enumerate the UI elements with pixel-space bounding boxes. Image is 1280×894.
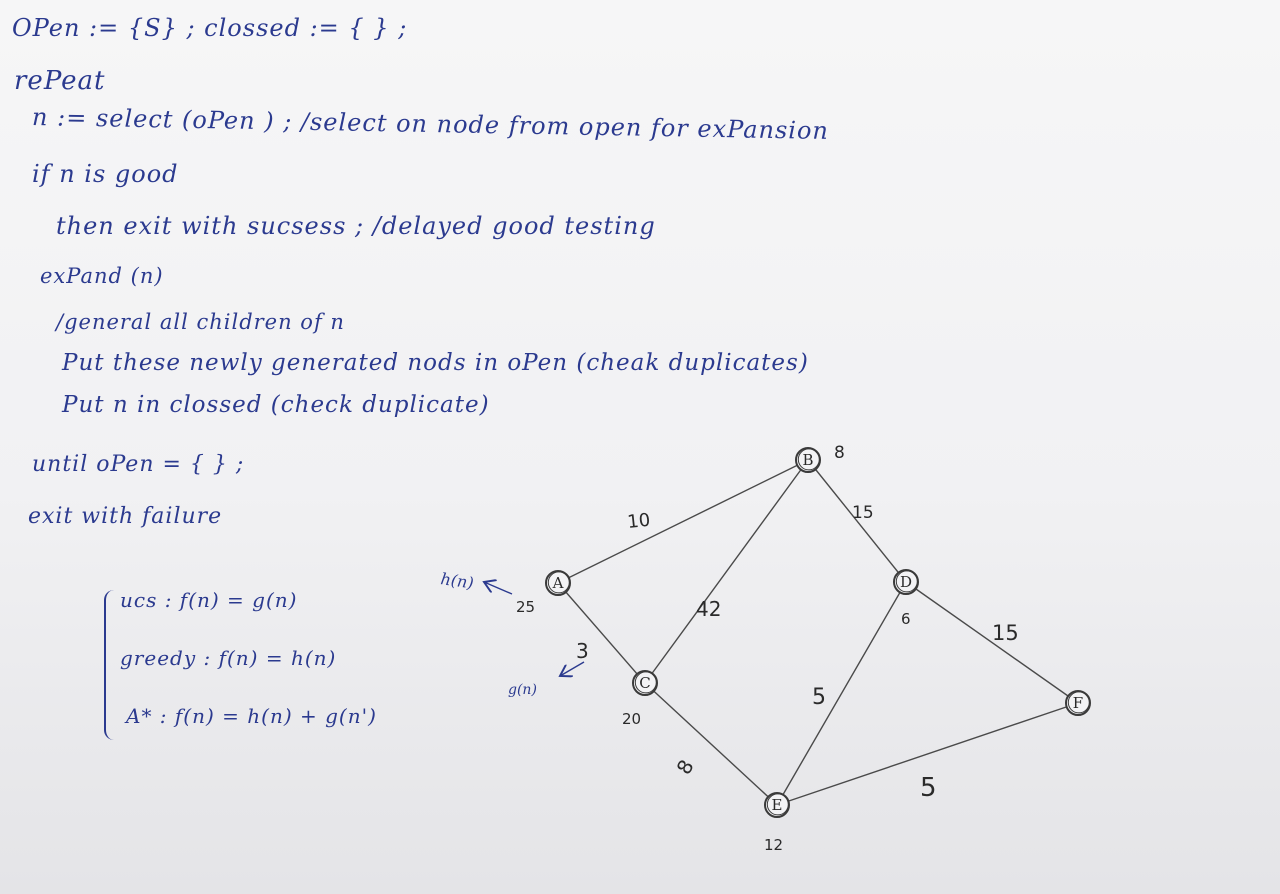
h-annotation: h(n) xyxy=(439,569,513,595)
node-D-heuristic: 6 xyxy=(901,610,911,628)
node-C-heuristic: 20 xyxy=(622,710,641,728)
edge-cost-A-B: 10 xyxy=(626,510,651,533)
node-D-circle xyxy=(893,569,919,595)
edge-E-F xyxy=(776,702,1079,806)
node-B: B xyxy=(795,447,821,473)
node-D-ring xyxy=(895,570,918,593)
node-D-label: D xyxy=(900,573,912,591)
edge-cost-D-F: 15 xyxy=(992,621,1019,645)
graph-nodes: A B C D E F xyxy=(545,447,1091,818)
edge-cost-C-E: 8 xyxy=(672,755,699,778)
node-A-heuristic: 25 xyxy=(516,598,535,616)
formula-ucs: ucs : f(n) = g(n) xyxy=(120,588,298,612)
node-A: A xyxy=(545,570,571,596)
node-E-label: E xyxy=(772,796,783,814)
edge-B-C xyxy=(644,459,809,684)
node-F-ring xyxy=(1067,691,1090,714)
node-A-fill xyxy=(546,571,570,595)
node-F: F xyxy=(1065,690,1091,716)
node-A-label: A xyxy=(552,574,564,592)
node-E-heuristic: 12 xyxy=(764,836,783,854)
edge-B-D xyxy=(807,459,907,583)
formula-brace xyxy=(104,590,406,740)
node-B-fill xyxy=(796,448,820,472)
pseudocode-line-then: then exit with sucsess ; /delayed good t… xyxy=(56,212,656,240)
pseudocode-line-general: /general all children of n xyxy=(56,310,345,334)
edge-cost-E-F: 5 xyxy=(920,773,937,803)
node-E-fill xyxy=(765,793,789,817)
node-B-heuristic: 8 xyxy=(834,443,845,463)
node-A-ring xyxy=(547,571,570,594)
node-C-label: C xyxy=(639,674,650,692)
graph-labels: 10 3 42 15 8 5 15 5 25 8 20 6 12 xyxy=(516,443,1019,854)
pseudocode-line-if: if n is good xyxy=(32,160,179,188)
node-B-label: B xyxy=(802,451,813,469)
node-E: E xyxy=(764,792,790,818)
node-D-fill xyxy=(894,570,918,594)
node-A-circle xyxy=(545,570,571,596)
formula-greedy: greedy : f(n) = h(n) xyxy=(120,646,337,670)
node-E-ring xyxy=(766,793,789,816)
edge-C-E xyxy=(644,682,778,806)
node-C: C xyxy=(632,670,658,696)
formula-astar: A* : f(n) = h(n) + g(n') xyxy=(126,704,377,728)
node-F-fill xyxy=(1066,691,1090,715)
edge-cost-D-E: 5 xyxy=(812,685,826,710)
g-annotation: g(n) xyxy=(508,661,585,698)
graph-edges xyxy=(557,459,1079,806)
pseudocode-line-put-open: Put these newly generated nods in oPen (… xyxy=(62,350,809,376)
node-C-circle xyxy=(632,670,658,696)
h-arrow-icon xyxy=(484,582,513,595)
node-C-ring xyxy=(634,671,657,694)
pseudocode-line-expand: exPand (n) xyxy=(40,264,164,288)
edge-D-F xyxy=(905,581,1079,704)
g-arrow-icon xyxy=(560,661,585,676)
edge-cost-B-C: 42 xyxy=(696,597,721,621)
node-D: D xyxy=(893,569,919,595)
node-F-circle xyxy=(1065,690,1091,716)
pseudocode-line-open: OPen := {S} ; clossed := { } ; xyxy=(12,14,408,42)
node-F-label: F xyxy=(1073,694,1083,712)
node-B-circle xyxy=(795,447,821,473)
pseudocode-line-put-closed: Put n in clossed (check duplicate) xyxy=(62,392,490,418)
edge-A-B xyxy=(557,459,809,584)
pseudocode-line-repeat: rePeat xyxy=(14,66,106,96)
g-annotation-label: g(n) xyxy=(508,682,537,698)
edge-cost-B-D: 15 xyxy=(852,503,874,523)
pseudocode-line-exit: exit with failure xyxy=(28,504,223,529)
edge-cost-A-C: 3 xyxy=(576,639,589,663)
h-annotation-label: h(n) xyxy=(439,569,474,592)
node-E-circle xyxy=(764,792,790,818)
edge-D-E xyxy=(776,581,907,806)
edge-A-C xyxy=(557,582,646,684)
node-B-ring xyxy=(797,448,820,471)
pseudocode-line-until: until oPen = { } ; xyxy=(32,452,245,477)
node-C-fill xyxy=(633,671,657,695)
